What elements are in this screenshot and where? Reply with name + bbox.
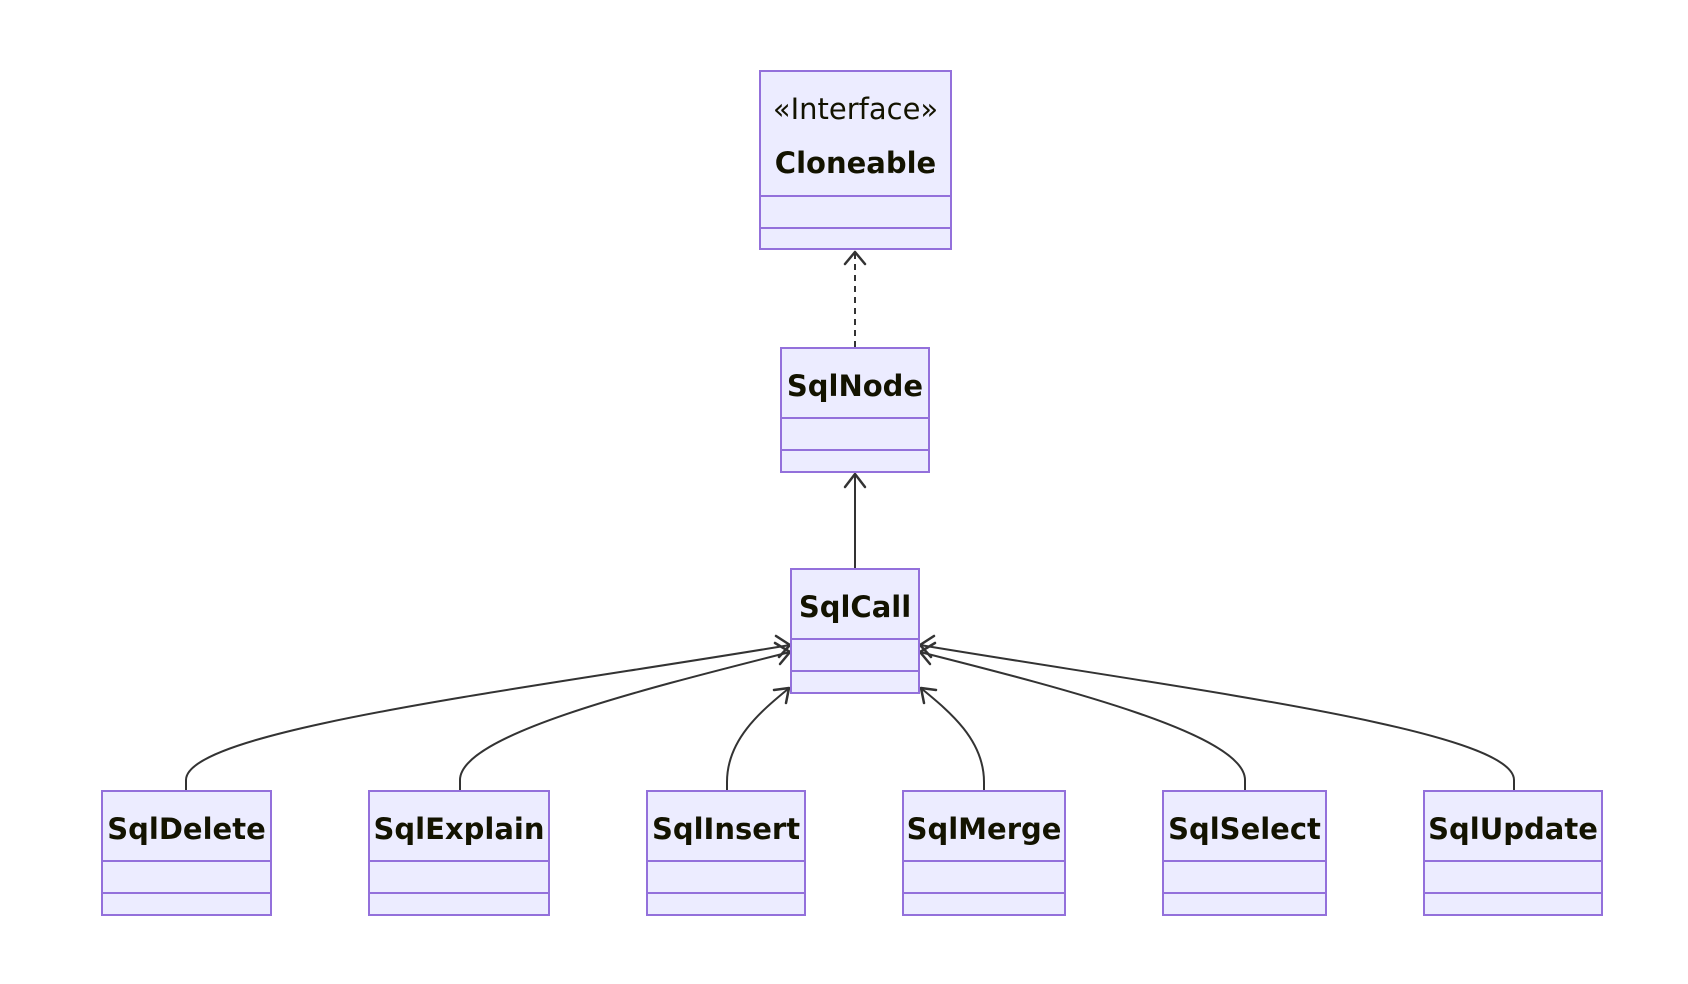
class-sqlexplain-name: SqlExplain xyxy=(374,812,545,846)
class-sqldelete-name: SqlDelete xyxy=(107,812,265,846)
relations: SqlNode --> SqlCall --> SqlCall --> SqlC… xyxy=(185,250,1515,790)
arrowhead-sqlinsert xyxy=(772,686,791,705)
arrowhead-cloneable xyxy=(843,250,867,266)
class-sqldelete[interactable]: SqlDelete xyxy=(101,790,272,916)
class-cloneable-stereotype: «Interface» xyxy=(773,92,938,126)
class-sqlupdate[interactable]: SqlUpdate xyxy=(1423,790,1603,916)
edge-sqlexplain-to-sqlcall xyxy=(459,651,791,790)
edge-sqlupdate-to-sqlcall xyxy=(919,644,1515,790)
arrowhead-sqlmerge xyxy=(919,686,938,705)
edge-sqlselect-to-sqlcall xyxy=(919,651,1246,790)
class-sqlcall[interactable]: SqlCall xyxy=(790,568,920,694)
class-sqlmerge-name: SqlMerge xyxy=(907,812,1062,846)
class-sqlselect[interactable]: SqlSelect xyxy=(1162,790,1327,916)
class-cloneable-name: Cloneable xyxy=(775,146,936,180)
class-sqlcall-name: SqlCall xyxy=(799,590,911,624)
edge-sqldelete-to-sqlcall xyxy=(185,644,791,790)
arrowhead-sqlnode xyxy=(843,472,867,489)
class-sqlexplain[interactable]: SqlExplain xyxy=(368,790,550,916)
class-cloneable[interactable]: «Interface» Cloneable xyxy=(759,70,952,250)
edge-sqlmerge-to-sqlcall xyxy=(921,688,985,790)
class-sqlinsert[interactable]: SqlInsert xyxy=(646,790,806,916)
class-sqlnode[interactable]: SqlNode xyxy=(780,347,930,473)
edge-sqlinsert-to-sqlcall xyxy=(726,688,789,790)
class-sqlselect-name: SqlSelect xyxy=(1168,812,1321,846)
class-sqlnode-name: SqlNode xyxy=(787,369,923,403)
class-sqlupdate-name: SqlUpdate xyxy=(1428,812,1598,846)
class-sqlinsert-name: SqlInsert xyxy=(652,812,800,846)
class-sqlmerge[interactable]: SqlMerge xyxy=(902,790,1066,916)
